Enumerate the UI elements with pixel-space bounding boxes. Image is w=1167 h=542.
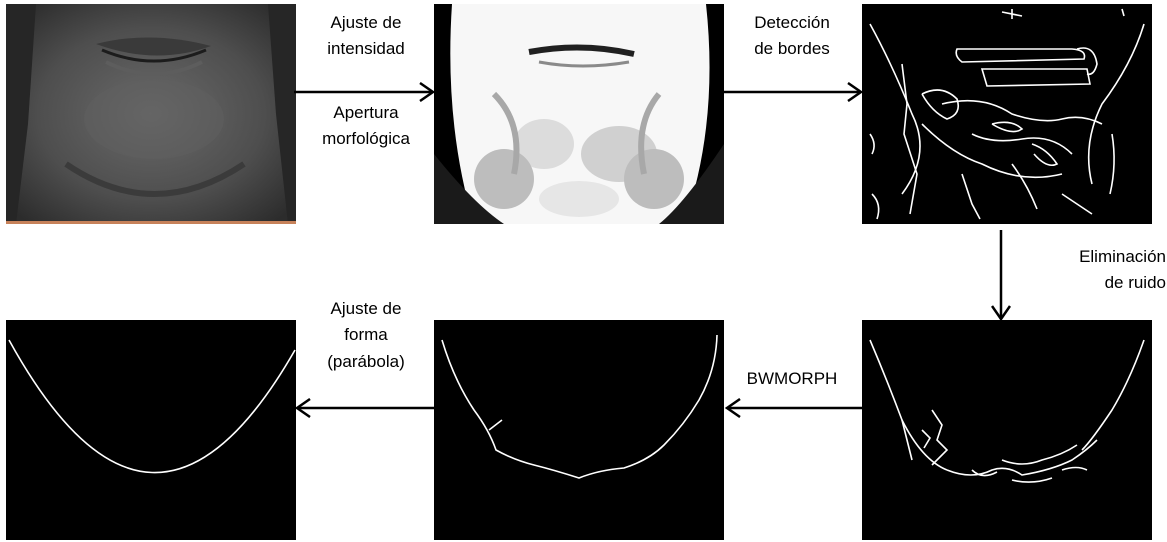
parabola-fit-image bbox=[6, 320, 296, 540]
label-intensity-line1: Ajuste de bbox=[302, 10, 430, 36]
panel-bwmorph bbox=[434, 320, 724, 540]
label-noise-line2: de ruido bbox=[1030, 270, 1166, 296]
label-edge-detection: Detección de bordes bbox=[728, 10, 856, 63]
intensity-adjusted-image bbox=[434, 4, 724, 224]
panel-noise-removed bbox=[862, 320, 1152, 540]
edge-map-image bbox=[862, 4, 1152, 224]
label-noise-removal: Eliminación de ruido bbox=[1030, 244, 1166, 297]
label-bwmorph-text: BWMORPH bbox=[728, 366, 856, 392]
label-edges-line2: de bordes bbox=[728, 36, 856, 62]
arrow-down bbox=[991, 228, 1011, 324]
label-fit-line1: Ajuste de bbox=[302, 296, 430, 322]
arrow-right-1 bbox=[292, 82, 438, 102]
label-noise-line1: Eliminación bbox=[1030, 244, 1166, 270]
label-morphological-opening: Apertura morfológica bbox=[302, 100, 430, 153]
arrow-right-2 bbox=[720, 82, 866, 102]
panel-original-face bbox=[6, 4, 296, 224]
arrow-left-2 bbox=[294, 398, 436, 418]
label-bwmorph: BWMORPH bbox=[728, 366, 856, 392]
denoised-edge-image bbox=[862, 320, 1152, 540]
panel-intensity-adjusted bbox=[434, 4, 724, 224]
label-intensity-adjustment: Ajuste de intensidad bbox=[302, 10, 430, 63]
label-shape-fit: Ajuste de forma (parábola) bbox=[302, 296, 430, 375]
label-edges-line1: Detección bbox=[728, 10, 856, 36]
bwmorph-image bbox=[434, 320, 724, 540]
label-opening-line2: morfológica bbox=[302, 126, 430, 152]
panel-parabola-fit bbox=[6, 320, 296, 540]
original-face-image bbox=[6, 4, 296, 224]
label-opening-line1: Apertura bbox=[302, 100, 430, 126]
panel-edge-detection bbox=[862, 4, 1152, 224]
arrow-left-1 bbox=[724, 398, 864, 418]
label-fit-line3: (parábola) bbox=[302, 349, 430, 375]
label-intensity-line2: intensidad bbox=[302, 36, 430, 62]
label-fit-line2: forma bbox=[302, 322, 430, 348]
